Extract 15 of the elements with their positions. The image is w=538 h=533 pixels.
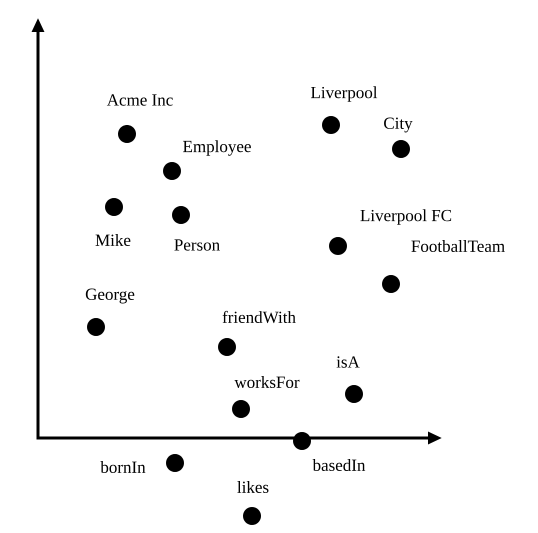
point-label: City <box>384 118 413 132</box>
point-label: worksFor <box>234 376 300 388</box>
point-label: basedIn <box>312 459 366 471</box>
point-label: FootballTeam <box>411 240 505 252</box>
point-label: isA <box>336 356 360 368</box>
point-label: bornIn <box>100 461 146 473</box>
point-label: Acme Inc <box>106 94 173 106</box>
point-label: Person <box>174 239 220 251</box>
point-label: Mike <box>96 234 130 246</box>
point-label: Employee <box>183 140 251 156</box>
point-label: Liverpool FC <box>360 209 452 225</box>
point-label: Liverpool <box>310 86 378 102</box>
point-label: friendWith <box>222 310 296 324</box>
point-label: likes <box>237 481 268 493</box>
point-label: George <box>86 288 134 304</box>
